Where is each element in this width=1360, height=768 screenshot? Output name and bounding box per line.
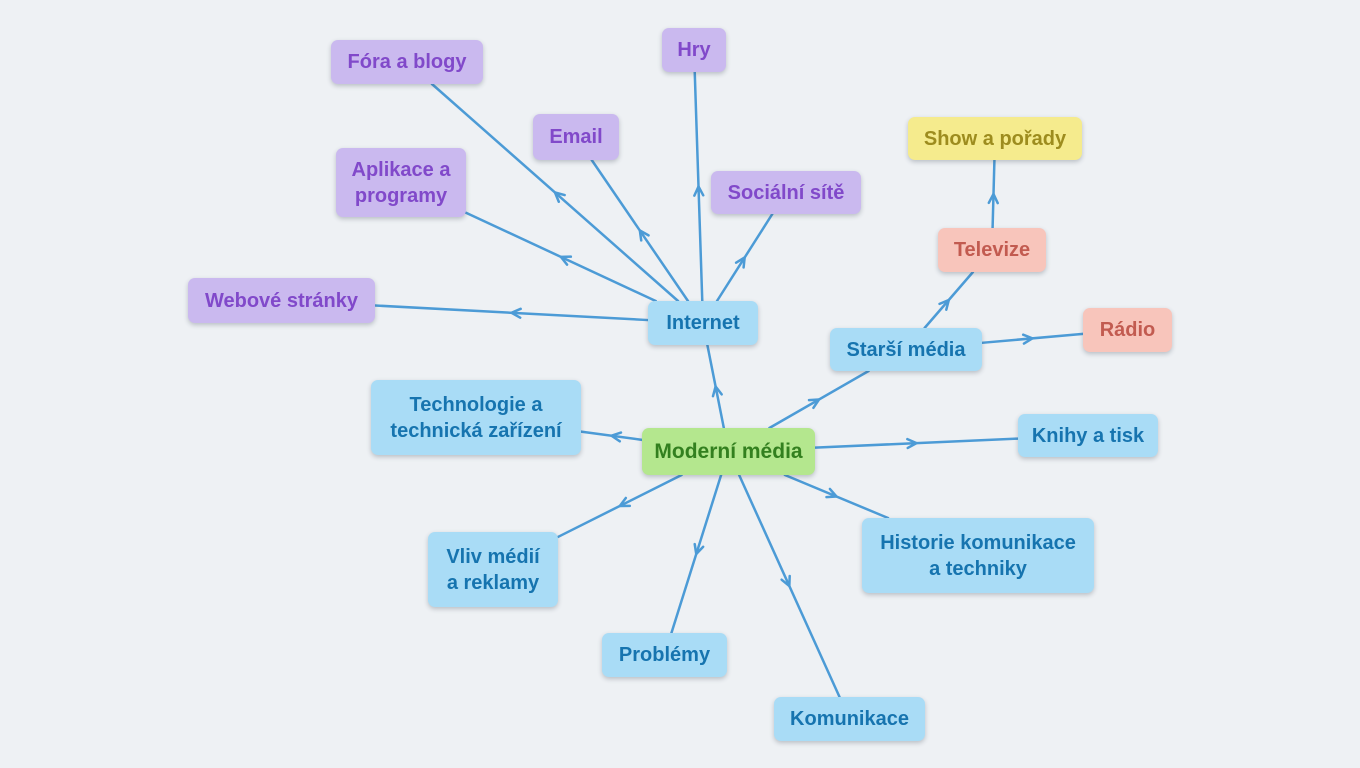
node-knihy-a-tisk[interactable]: Knihy a tisk bbox=[1018, 414, 1158, 457]
edge-arrowhead bbox=[638, 229, 650, 242]
edge-arrowhead bbox=[1021, 333, 1034, 345]
edge-arrowhead bbox=[825, 487, 838, 499]
node-label: Knihy a tisk bbox=[1031, 424, 1145, 447]
edge-arrowhead bbox=[610, 431, 623, 443]
node-label: Internet bbox=[666, 312, 740, 334]
edge-arrowhead bbox=[618, 496, 632, 508]
node-label: Show a pořady bbox=[923, 127, 1067, 150]
node-socialni-site[interactable]: Sociální sítě bbox=[711, 171, 861, 214]
node-televize[interactable]: Televize bbox=[938, 228, 1046, 272]
node-label: Historie komunikace a techniky bbox=[880, 531, 1076, 580]
node-email[interactable]: Email bbox=[533, 114, 619, 160]
node-fora-a-blogy[interactable]: Fóra a blogy bbox=[331, 40, 483, 84]
node-label: Komunikace bbox=[790, 708, 909, 730]
node-problemy[interactable]: Problémy bbox=[602, 633, 727, 677]
edge-arrowhead bbox=[553, 191, 566, 204]
edge-arrowhead bbox=[693, 542, 705, 556]
edge-arrowhead bbox=[780, 574, 791, 588]
node-label: Moderní média bbox=[654, 439, 803, 463]
node-aplikace[interactable]: Aplikace a programy bbox=[336, 148, 466, 217]
node-starsi-media[interactable]: Starší média bbox=[830, 328, 982, 371]
node-radio[interactable]: Rádio bbox=[1083, 308, 1172, 352]
node-label: Technologie a technická zařízení bbox=[390, 393, 562, 442]
edge-arrowhead bbox=[711, 385, 723, 398]
edge-arrowhead bbox=[510, 307, 522, 319]
node-label: Televize bbox=[953, 239, 1031, 261]
node-technologie[interactable]: Technologie a technická zařízení bbox=[371, 380, 581, 455]
node-label: Starší média bbox=[846, 338, 966, 361]
node-vliv-medii[interactable]: Vliv médií a reklamy bbox=[428, 532, 558, 607]
node-komunikace[interactable]: Komunikace bbox=[774, 697, 925, 741]
node-show-a-porady[interactable]: Show a pořady bbox=[908, 117, 1082, 160]
edge-arrowhead bbox=[734, 256, 746, 269]
node-label: Rádio bbox=[1099, 319, 1156, 341]
node-label: Vliv médií a reklamy bbox=[446, 545, 540, 594]
node-label: Hry bbox=[677, 39, 711, 61]
node-moderni-media[interactable]: Moderní média bbox=[642, 428, 815, 475]
node-label: Webové stránky bbox=[204, 289, 359, 312]
node-label: Problémy bbox=[618, 644, 711, 666]
edge-arrowhead bbox=[559, 255, 573, 266]
edge-arrowhead bbox=[807, 398, 821, 410]
edge-arrowhead bbox=[693, 185, 705, 197]
node-webove-stranky[interactable]: Webové stránky bbox=[188, 278, 375, 323]
node-label: Sociální sítě bbox=[727, 181, 845, 204]
node-label: Aplikace a programy bbox=[351, 158, 451, 207]
node-historie[interactable]: Historie komunikace a techniky bbox=[862, 518, 1094, 593]
node-label: Fóra a blogy bbox=[347, 51, 467, 73]
edge-arrowhead bbox=[938, 298, 951, 311]
node-label: Email bbox=[549, 126, 603, 148]
node-hry[interactable]: Hry bbox=[662, 28, 726, 72]
node-internet[interactable]: Internet bbox=[648, 301, 758, 345]
edge-arrowhead bbox=[906, 437, 918, 450]
edge-arrowhead bbox=[987, 192, 999, 205]
